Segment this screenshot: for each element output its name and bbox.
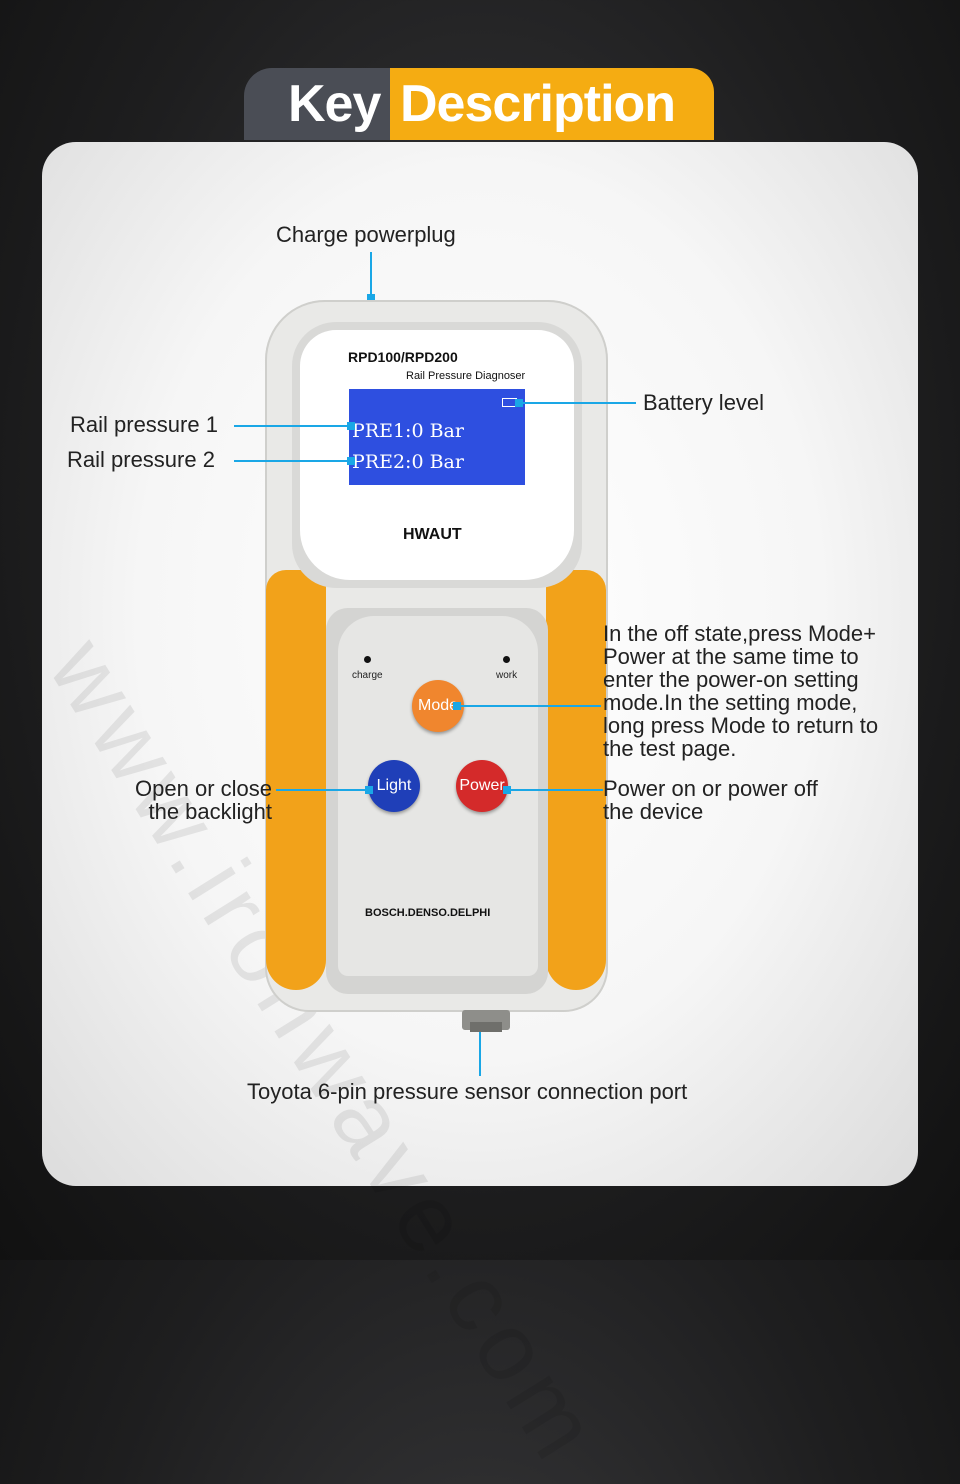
rail-pressure-2-dot [347,457,355,465]
title-key: Key [288,75,381,133]
device-subtitle: Rail Pressure Diagnoser [406,370,526,382]
lcd-line-2: PRE2:0 Bar [352,451,464,473]
right-grip [546,570,606,990]
title-banner-right [390,68,714,140]
power-line [508,789,603,791]
charge-plug-marker [367,294,375,300]
lcd-screen [349,389,525,485]
mode-dot [453,702,461,710]
sensor-port-connector [470,1022,502,1032]
power-label: Power on or power off the device [603,776,818,824]
work-led-icon [503,656,510,663]
battery-label: Battery level [643,390,765,415]
rail-pressure-1-label: Rail pressure 1 [70,412,218,437]
light-dot [365,786,373,794]
battery-line [518,402,636,404]
rail-pressure-1-dot [347,422,355,430]
power-button[interactable]: Power [456,760,508,812]
title-description: Description [400,75,676,133]
left-grip [266,570,326,990]
rail-pressure-2-line [234,460,352,462]
lcd-line-1: PRE1:0 Bar [352,420,464,442]
light-button[interactable]: Light [368,760,420,812]
charge-led-icon [364,656,371,663]
title-banner: Key Description [244,68,714,148]
power-dot [503,786,511,794]
light-line [276,789,370,791]
battery-dot [515,399,523,407]
charge-plug-label: Charge powerplug [276,222,456,247]
charge-plug-line [370,252,372,296]
device-brand: HWAUT [403,526,462,543]
charge-led-label: charge [352,670,383,681]
port-line [479,1032,481,1076]
light-label: Open or close the backlight [135,776,272,824]
rail-pressure-1-line [234,425,352,427]
rail-pressure-2-label: Rail pressure 2 [67,447,215,472]
work-led-label: work [496,670,518,681]
title-banner-left [244,68,414,140]
port-label: Toyota 6-pin pressure sensor connection … [247,1079,688,1104]
device-model: RPD100/RPD200 [348,349,458,365]
mode-line [456,705,601,707]
device-footer: BOSCH.DENSO.DELPHI [365,907,491,919]
mode-label: In the off state,press Mode+ Power at th… [603,621,879,761]
